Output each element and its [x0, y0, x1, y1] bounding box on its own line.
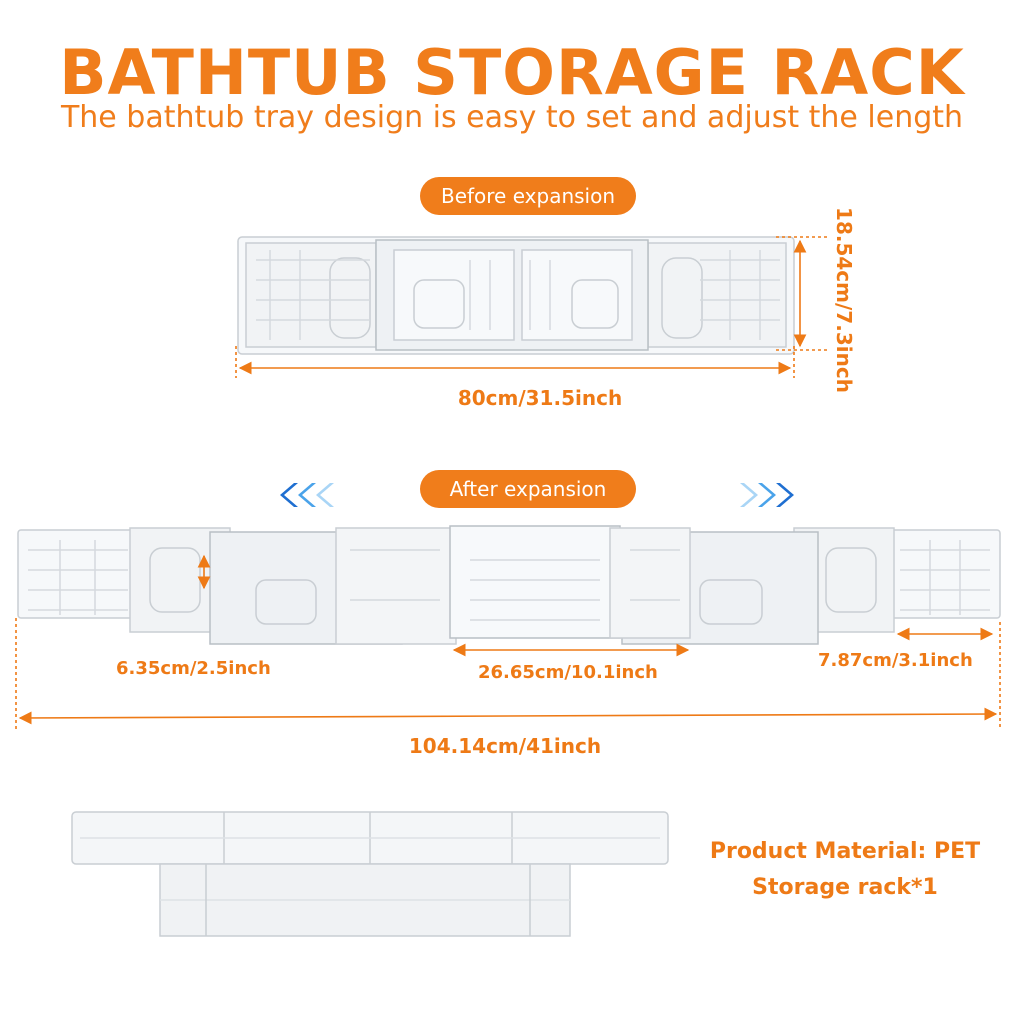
center-dimension: 26.65cm/10.1inch: [478, 662, 658, 683]
product-material: Product Material: PET: [709, 839, 981, 864]
page-title: BATHTUB STORAGE RACK: [59, 36, 965, 109]
tray-after-expansion: [17, 525, 1001, 645]
before-height-dimension: 18.54cm/7.3inch: [832, 207, 856, 393]
slot-dimension: 6.35cm/2.5inch: [116, 658, 271, 679]
total-length-dimension: 104.14cm/41inch: [408, 734, 602, 758]
triple-chevron-left-icon: [272, 480, 342, 510]
before-width-dimension: 80cm/31.5inch: [457, 386, 623, 410]
product-info: Product Material: PET Storage rack*1: [700, 834, 990, 906]
after-expansion-badge: After expansion: [420, 470, 636, 508]
before-expansion-badge: Before expansion: [420, 177, 636, 215]
page-subtitle: The bathtub tray design is easy to set a…: [60, 100, 964, 135]
tray-before-expansion: [237, 236, 795, 355]
product-quantity: Storage rack*1: [752, 875, 938, 900]
end-dimension: 7.87cm/3.1inch: [818, 650, 973, 671]
tray-side-view: [71, 811, 669, 937]
triple-chevron-right-icon: [732, 480, 802, 510]
